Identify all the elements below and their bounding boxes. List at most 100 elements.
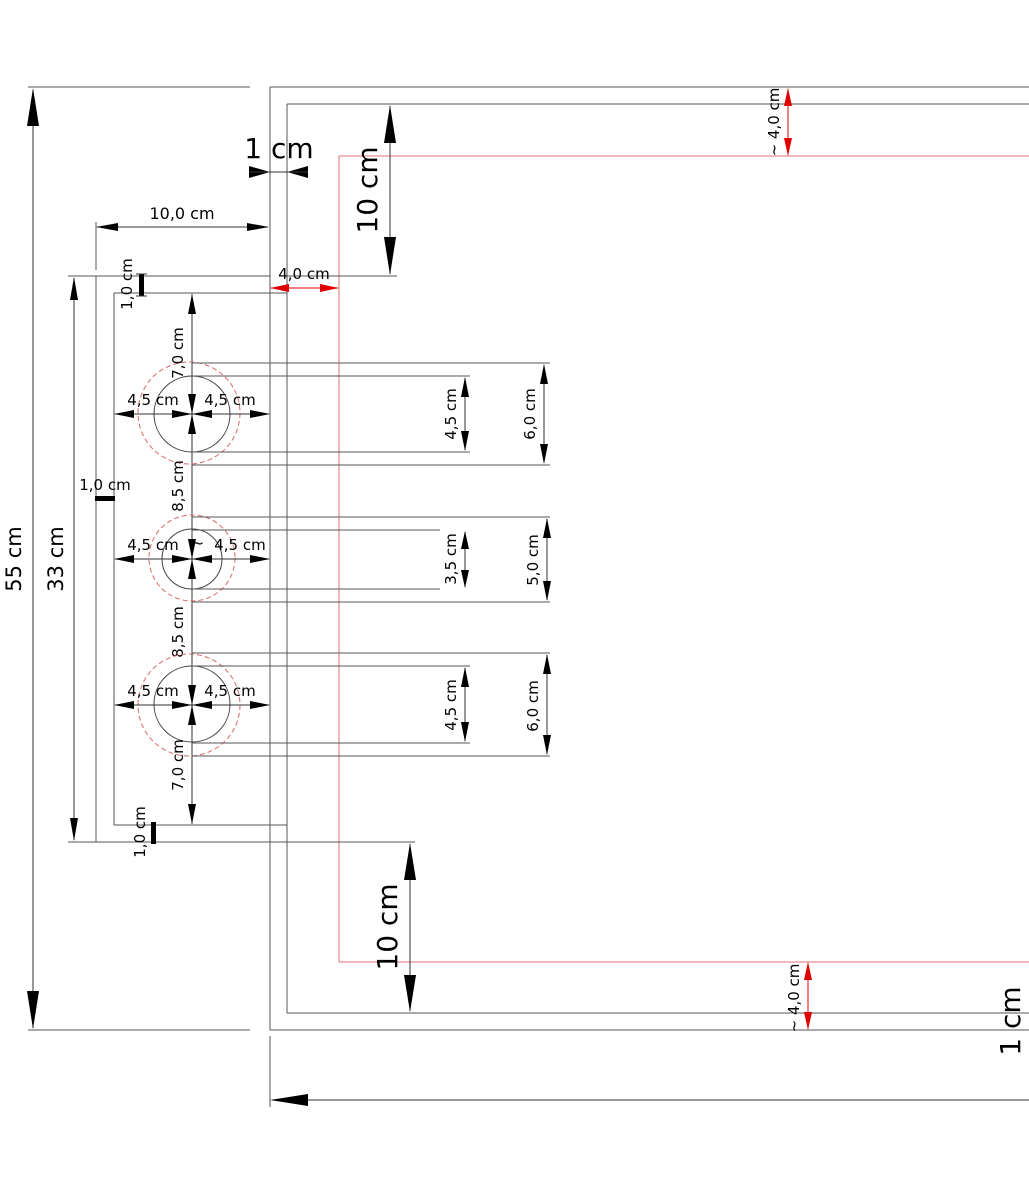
- overall-height-label: 55 cm: [2, 526, 26, 591]
- dimension-panel-margin-side: 1,0 cm: [79, 476, 131, 501]
- dimension-red-offset-bottom: ~ 4,0 cm: [785, 962, 812, 1032]
- red-offset-bottom-label: ~ 4,0 cm: [785, 964, 803, 1033]
- margin-tick: [139, 274, 144, 296]
- arrowhead-down: [461, 570, 469, 588]
- arrowhead-up: [461, 667, 469, 687]
- arrowhead-right: [247, 223, 269, 231]
- hole-middle: 4,5 cm ~ 4,5 cm 3,5 cm 5,0 cm: [114, 514, 551, 603]
- side-panel: [68, 222, 415, 843]
- dimension-red-offset-top: ~ 4,0 cm: [765, 88, 792, 157]
- dimension-frame-gap-bottom: 1 cm: [994, 986, 1027, 1055]
- hole-right-label: 4,5 cm: [204, 391, 255, 409]
- arrowhead-center-down: [188, 394, 196, 414]
- hole-outer-circle: [137, 361, 241, 465]
- arrowhead-center-up: [188, 414, 196, 434]
- arrowhead-left: [270, 1094, 308, 1106]
- inner-diameter-label: 4,5 cm: [442, 679, 460, 730]
- arrowhead-down: [804, 1012, 812, 1030]
- arrowhead-left: [270, 284, 289, 292]
- arrowhead-center-right: [172, 410, 192, 418]
- hole-spacing-label-1: 8,5 cm: [169, 460, 187, 511]
- dimension-red-offset-left: 4,0 cm: [270, 265, 339, 292]
- panel-margin-side-label: 1,0 cm: [79, 476, 130, 494]
- arrowhead-up: [543, 518, 551, 538]
- hole-left-label: 4,5 cm: [127, 682, 178, 700]
- arrowhead-right: [250, 410, 270, 418]
- inner-diameter-label: 4,5 cm: [442, 388, 460, 439]
- dimension-panel-margin-top: 1,0 cm: [118, 258, 147, 310]
- hole-right-label: 4,5 cm: [214, 536, 265, 554]
- arrowhead-down: [784, 138, 792, 156]
- inset-top-label: 10 cm: [351, 146, 384, 233]
- arrowhead-up: [540, 364, 548, 384]
- red-offset-top-label: ~ 4,0 cm: [765, 88, 783, 157]
- arrowhead-down: [461, 722, 469, 742]
- dimension-inset-bottom: 10 cm: [371, 843, 416, 1012]
- arrowhead-center-left: [192, 555, 212, 563]
- outer-frame: [269, 86, 1029, 1031]
- arrowhead-center-down: [188, 539, 196, 559]
- arrowhead-center-right: [172, 555, 192, 563]
- arrowhead-right: [250, 701, 270, 709]
- dimension-panel-margin-bottom: 1,0 cm: [131, 806, 156, 858]
- arrowhead-top: [188, 294, 196, 314]
- arrowhead-left: [96, 223, 118, 231]
- approx-marker: ~: [192, 534, 205, 552]
- arrowhead-center-up: [188, 559, 196, 579]
- panel-width-label: 10,0 cm: [149, 204, 214, 223]
- arrowhead-down: [70, 818, 78, 841]
- arrowhead-down: [540, 444, 548, 464]
- hole-bottom-label: 7,0 cm: [169, 739, 187, 790]
- arrowhead-center-left: [192, 410, 212, 418]
- hole-left-label: 4,5 cm: [127, 536, 178, 554]
- hole-top-label: 7,0 cm: [169, 327, 187, 378]
- arrowhead-down: [543, 735, 551, 755]
- red-offset-left-label: 4,0 cm: [278, 265, 329, 283]
- arrowhead-left: [114, 410, 134, 418]
- arrowhead-up: [404, 843, 416, 880]
- arrowhead-up: [70, 277, 78, 300]
- hole-outer-circle: [148, 514, 236, 602]
- hole-bottom: 4,5 cm 4,5 cm 7,0 cm 4,5 cm 6,0 cm: [114, 652, 551, 824]
- dimension-overall-height: 55 cm: [2, 86, 250, 1031]
- arrowhead-left: [114, 555, 134, 563]
- arrowhead-center-up: [188, 705, 196, 725]
- hole-right-label: 4,5 cm: [204, 682, 255, 700]
- outer-diameter-label: 6,0 cm: [524, 680, 542, 731]
- hole-left-label: 4,5 cm: [127, 391, 178, 409]
- arrowhead-up: [804, 962, 812, 980]
- inner-diameter-label: 3,5 cm: [442, 533, 460, 584]
- margin-tick: [151, 822, 156, 844]
- arrowhead-center-down: [188, 685, 196, 705]
- dimension-inset-top: 10 cm: [287, 105, 397, 277]
- panel-margin-bottom-label: 1,0 cm: [131, 806, 149, 857]
- arrowhead-up: [461, 531, 469, 549]
- arrowhead-right: [250, 555, 270, 563]
- dimension-overall-width: [269, 1036, 1029, 1107]
- dimension-frame-gap-top: 1 cm: [244, 132, 314, 178]
- margin-tick: [95, 496, 115, 501]
- panel-height-label: 33 cm: [44, 526, 68, 591]
- hole-top: 4,5 cm 4,5 cm 7,0 cm 4,5 cm 6,0 cm: [114, 294, 550, 466]
- arrowhead-up: [384, 105, 396, 143]
- outer-diameter-label: 6,0 cm: [521, 388, 539, 439]
- arrowhead-up: [27, 88, 39, 126]
- arrowhead-up: [784, 88, 792, 106]
- dimension-panel-width: 10,0 cm: [96, 204, 269, 231]
- arrowhead-right: [320, 284, 339, 292]
- hole-spacing-label-2: 8,5 cm: [169, 606, 187, 657]
- frame-gap-top-label: 1 cm: [244, 132, 313, 165]
- arrowhead-center-right: [172, 701, 192, 709]
- arrowhead-down: [384, 237, 396, 275]
- arrowhead-left: [114, 701, 134, 709]
- arrowhead-down: [27, 991, 39, 1029]
- frame-gap-bottom-label: 1 cm: [994, 986, 1027, 1055]
- arrowhead-up: [543, 654, 551, 674]
- arrowhead-down: [404, 975, 416, 1012]
- arrowhead-center-left: [192, 701, 212, 709]
- arrowhead-down: [543, 581, 551, 601]
- dimension-panel-height: 33 cm: [44, 277, 78, 841]
- panel-margin-top-label: 1,0 cm: [118, 258, 136, 309]
- arrowhead-up: [461, 377, 469, 397]
